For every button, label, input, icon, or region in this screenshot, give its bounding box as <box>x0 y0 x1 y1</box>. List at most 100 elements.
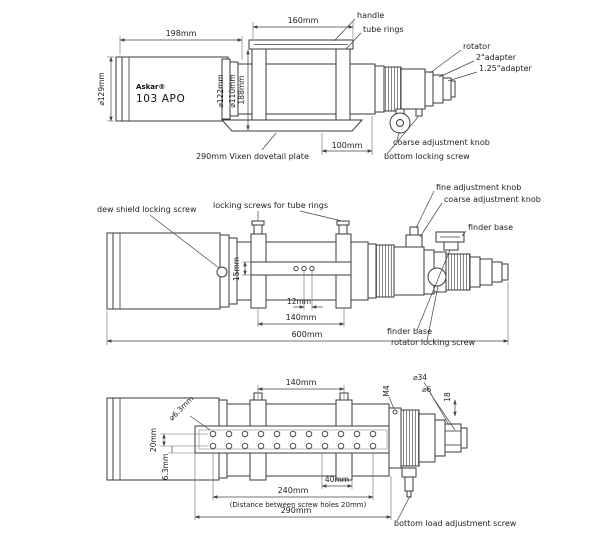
ring-locking-screw <box>338 224 348 235</box>
plate-hole <box>369 442 377 450</box>
dim-15mm-label: 15mm <box>232 257 241 281</box>
m4-screw-hole <box>392 409 398 415</box>
bottom-screw-label: bottom load adjustment screw <box>394 519 517 528</box>
dew-shield <box>112 232 221 310</box>
plate-hole <box>353 430 361 438</box>
fine-knob-part <box>409 226 419 236</box>
finder-base-bottom-label: finder base <box>387 327 432 336</box>
end-ring <box>501 263 509 281</box>
lens-cap-ring <box>106 397 114 481</box>
leader-rotator-screw <box>426 285 439 342</box>
focuser-collar <box>388 407 402 469</box>
plate-hole <box>305 442 313 450</box>
focus-ring-knurled <box>375 244 395 298</box>
dim-240mm-label: 240mm <box>278 486 309 495</box>
rear-knurled-ring <box>445 253 471 291</box>
dim-100mm-label: 100mm <box>332 141 363 150</box>
dim-12mm-label: 12mm <box>287 297 311 306</box>
plate-hole <box>241 430 249 438</box>
ring-screws-label: locking screws for tube rings <box>213 201 328 210</box>
dim-dia34-label: ⌀34 <box>413 373 427 382</box>
ring-screw-cap <box>336 220 350 226</box>
coarse-knob-label: coarse adjustment knob <box>444 195 541 204</box>
leader-rotator <box>429 49 462 74</box>
view-side-middle: dew shield locking screw locking screws … <box>97 183 541 347</box>
leader-125in-adapter <box>447 71 478 82</box>
leader-dia6 <box>429 392 456 431</box>
finder-base-label: finder base <box>468 223 513 232</box>
dew-shield <box>121 56 229 122</box>
plate-hole <box>273 430 281 438</box>
leader-handle <box>333 18 356 42</box>
leader-m4 <box>388 396 395 410</box>
plate-hole <box>337 430 345 438</box>
plate-hole <box>289 430 297 438</box>
bottom-locking-screw-label: bottom locking screw <box>384 152 470 161</box>
rotator-locking-screw-part <box>427 267 447 287</box>
rear-ring <box>469 256 481 288</box>
coarse-knob-part <box>405 234 423 248</box>
lens-cap-ring <box>106 232 114 310</box>
plate-hole <box>257 430 265 438</box>
dim-dia6-label: ⌀6 <box>422 385 432 394</box>
hole-note-label: (Distance between screw holes 20mm) <box>230 501 367 509</box>
knob-d34-part <box>444 423 462 453</box>
leader-finder-base-bottom <box>416 249 451 331</box>
bottom-screw-tip <box>406 490 412 498</box>
ring-screw-cap <box>251 220 265 226</box>
coarse-knob-label: coarse adjustment knob <box>393 138 490 147</box>
shaft-d6-part <box>460 427 468 449</box>
rail-hole <box>293 265 299 272</box>
dim-140mm-label: 140mm <box>286 313 317 322</box>
adapter-2in-part <box>432 74 444 104</box>
dim-m4-label: M4 <box>382 385 391 396</box>
coarse-knob-hub <box>396 119 404 127</box>
dim-20mm-label: 20mm <box>149 428 158 452</box>
mounting-rail <box>250 261 352 276</box>
dew-shield-screw-label: dew shield locking screw <box>97 205 197 214</box>
leader-2in-adapter <box>438 60 475 78</box>
leader-dia34 <box>423 381 450 426</box>
finder-base-bracket <box>443 241 459 251</box>
leader-bottom-locking <box>386 116 419 155</box>
adapter-125in-part <box>491 261 503 283</box>
dim-122mm-label: ⌀122mm <box>216 74 225 107</box>
rotator-ring-part <box>424 71 434 107</box>
plate-hole <box>353 442 361 450</box>
leader-coarse-knob <box>419 202 443 238</box>
dim-198mm-label: 198mm <box>166 29 197 38</box>
focus-ring-knurled <box>383 66 402 112</box>
rotator-label: rotator <box>463 42 491 51</box>
adapter-2in-part <box>479 258 493 286</box>
focuser-collar <box>374 65 385 113</box>
rail-hole <box>301 265 307 272</box>
dim-600mm-label: 600mm <box>292 330 323 339</box>
dim-129mm-label: ⌀129mm <box>97 72 106 105</box>
plate-hole <box>289 442 297 450</box>
knob-shaft-ring <box>434 419 446 457</box>
end-ring <box>450 80 456 98</box>
bottom-locking-screw-part <box>415 108 423 117</box>
dim-63mm-label: 6.3mm <box>161 454 170 481</box>
plate-hole <box>225 430 233 438</box>
brand-text: Askar® <box>136 83 165 91</box>
dim-18-label: 18 <box>443 392 452 402</box>
focuser-body <box>418 413 436 463</box>
handle-label: handle <box>357 11 384 20</box>
ring-locking-screw <box>253 224 263 235</box>
focuser-body <box>400 68 426 110</box>
dim-110mm-label: ⌀110mm <box>228 74 237 107</box>
dim-290mm-label: 290mm <box>281 506 312 515</box>
tube-ring-front <box>251 47 267 121</box>
lens-cap-ring <box>115 56 123 122</box>
dovetail-plate-label: 290mm Vixen dovetail plate <box>196 152 309 161</box>
tube-rings-label: tube rings <box>363 25 404 34</box>
focus-ring-knurled <box>400 409 420 467</box>
view-side-top: 198mm 160mm handle tube rings ⌀129mm Ask… <box>97 11 533 161</box>
tube-ring-rear <box>335 47 351 121</box>
leader-tube-rings <box>345 32 362 50</box>
adapter-125in-label: 1.25"adapter <box>479 64 533 73</box>
plate-hole <box>369 430 377 438</box>
dim-188mm-label: 188mm <box>237 76 246 105</box>
